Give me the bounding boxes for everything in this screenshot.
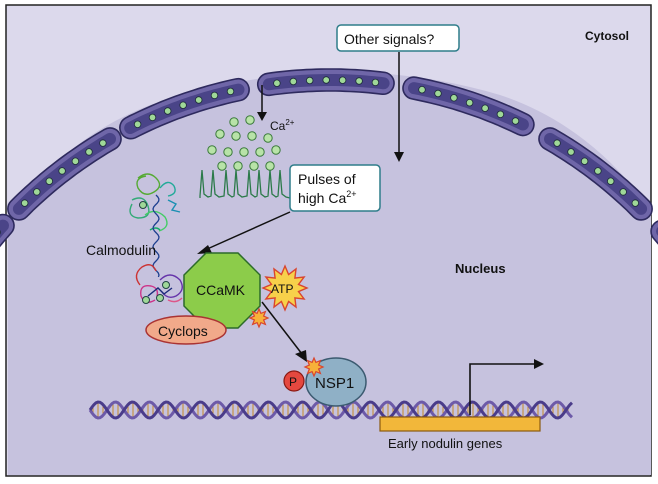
calcium-ion	[223, 147, 233, 157]
nucleus-label: Nucleus	[455, 261, 506, 276]
phosphate-circle	[283, 370, 305, 392]
pulses-line-1: Pulses of	[298, 171, 356, 187]
phospho-star-nsp1	[303, 356, 325, 378]
membrane-vesicle-dot	[21, 199, 29, 207]
pulses-box	[289, 164, 381, 212]
gene-label: Early nodulin genes	[388, 436, 503, 451]
ccamk-label: CCaMK	[196, 282, 246, 298]
membrane-vesicle-dot	[71, 157, 80, 165]
membrane-vesicle-dot	[289, 77, 297, 86]
membrane-vesicle-dot	[273, 79, 281, 87]
calcium-ion	[229, 117, 239, 127]
arrow-to-nsp1	[261, 301, 303, 355]
membrane-vesicle-dot	[99, 139, 107, 147]
membrane-vesicle-dot	[322, 76, 330, 84]
calcium-spikes-trace	[199, 169, 291, 199]
nsp1-ellipse	[305, 357, 367, 407]
membrane-vesicle-dot	[594, 167, 602, 175]
atp-label: ATP	[271, 282, 293, 296]
membrane-vesicle-dot	[511, 117, 520, 125]
membrane-vesicle-dot	[631, 199, 639, 207]
phosphate-label: P	[289, 375, 297, 389]
arrows	[197, 52, 404, 362]
membrane-vesicle-dot	[607, 177, 615, 185]
membrane-vesicle-dot	[210, 91, 219, 100]
arrow-to-calmodulin	[204, 211, 291, 251]
other-signals-label: Other signals?	[344, 31, 434, 47]
membrane-vesicle-dot	[45, 177, 53, 185]
calcium-ion	[239, 147, 249, 157]
calcium-ion	[255, 147, 265, 157]
membrane-vesicle-dot	[553, 139, 561, 147]
cytosol-label: Cytosol	[585, 29, 629, 43]
membrane-vesicle-dot	[133, 120, 142, 128]
ccamk-octagon	[183, 252, 261, 329]
calcium-ion	[215, 129, 225, 139]
membrane-vesicle-dot	[371, 78, 380, 87]
calmodulin-label: Calmodulin	[86, 242, 156, 258]
membrane-vesicle-dot	[481, 104, 489, 112]
membrane-vesicle-dot	[148, 113, 157, 122]
calcium-ion	[245, 115, 255, 125]
membrane-vesicle-dot	[163, 107, 172, 115]
membrane-vesicle-dot	[580, 157, 589, 165]
membrane-vesicle-dot	[226, 87, 235, 96]
calcium-ion	[247, 131, 257, 141]
membrane-vesicle-dot	[338, 76, 347, 84]
membrane-vesicle-dot	[450, 94, 458, 102]
membrane-vesicle-dot	[85, 148, 93, 156]
gene-box	[379, 416, 541, 432]
atp-starburst	[261, 264, 309, 312]
calcium-ion	[249, 161, 259, 171]
dna-strand	[88, 400, 574, 420]
other-signals-box	[336, 24, 460, 52]
membrane-vesicle-dot	[567, 148, 575, 156]
membrane-segment	[650, 220, 658, 245]
cyclops-ellipse	[145, 315, 227, 345]
calcium-ion	[233, 161, 243, 171]
membrane-vesicle-dot	[33, 188, 41, 196]
membrane-vesicle-dot	[355, 77, 363, 85]
membrane-vesicle-dot	[418, 85, 426, 94]
ca-label: Ca2+	[270, 118, 295, 133]
calcium-ions	[207, 115, 281, 171]
pulses-line-2: high Ca2+	[298, 189, 357, 206]
membrane-vesicle-dot	[179, 101, 187, 109]
nsp1-label: NSP1	[315, 375, 354, 392]
calcium-ion	[265, 161, 275, 171]
membrane-vesicle-dot	[465, 98, 474, 107]
calcium-ion	[231, 131, 241, 141]
transcription-arrow	[469, 359, 544, 415]
membrane-vesicle-dot	[306, 76, 314, 85]
membrane-vesicle-dot	[619, 188, 627, 196]
membrane-vesicle-dot	[58, 167, 66, 175]
cyclops-label: Cyclops	[158, 323, 208, 339]
calcium-ion	[207, 145, 217, 155]
membrane-vesicle-dot	[194, 96, 203, 104]
calcium-ion	[271, 145, 281, 155]
calcium-ion	[217, 161, 227, 171]
calcium-ion	[263, 133, 273, 143]
calmodulin-ca-ions	[139, 201, 170, 304]
nuclear-envelope	[0, 68, 658, 248]
membrane-vesicle-dot	[434, 89, 442, 98]
nucleus-region	[8, 72, 651, 475]
phospho-star-ccamk	[248, 307, 270, 329]
membrane-vesicle-dot	[496, 110, 505, 118]
